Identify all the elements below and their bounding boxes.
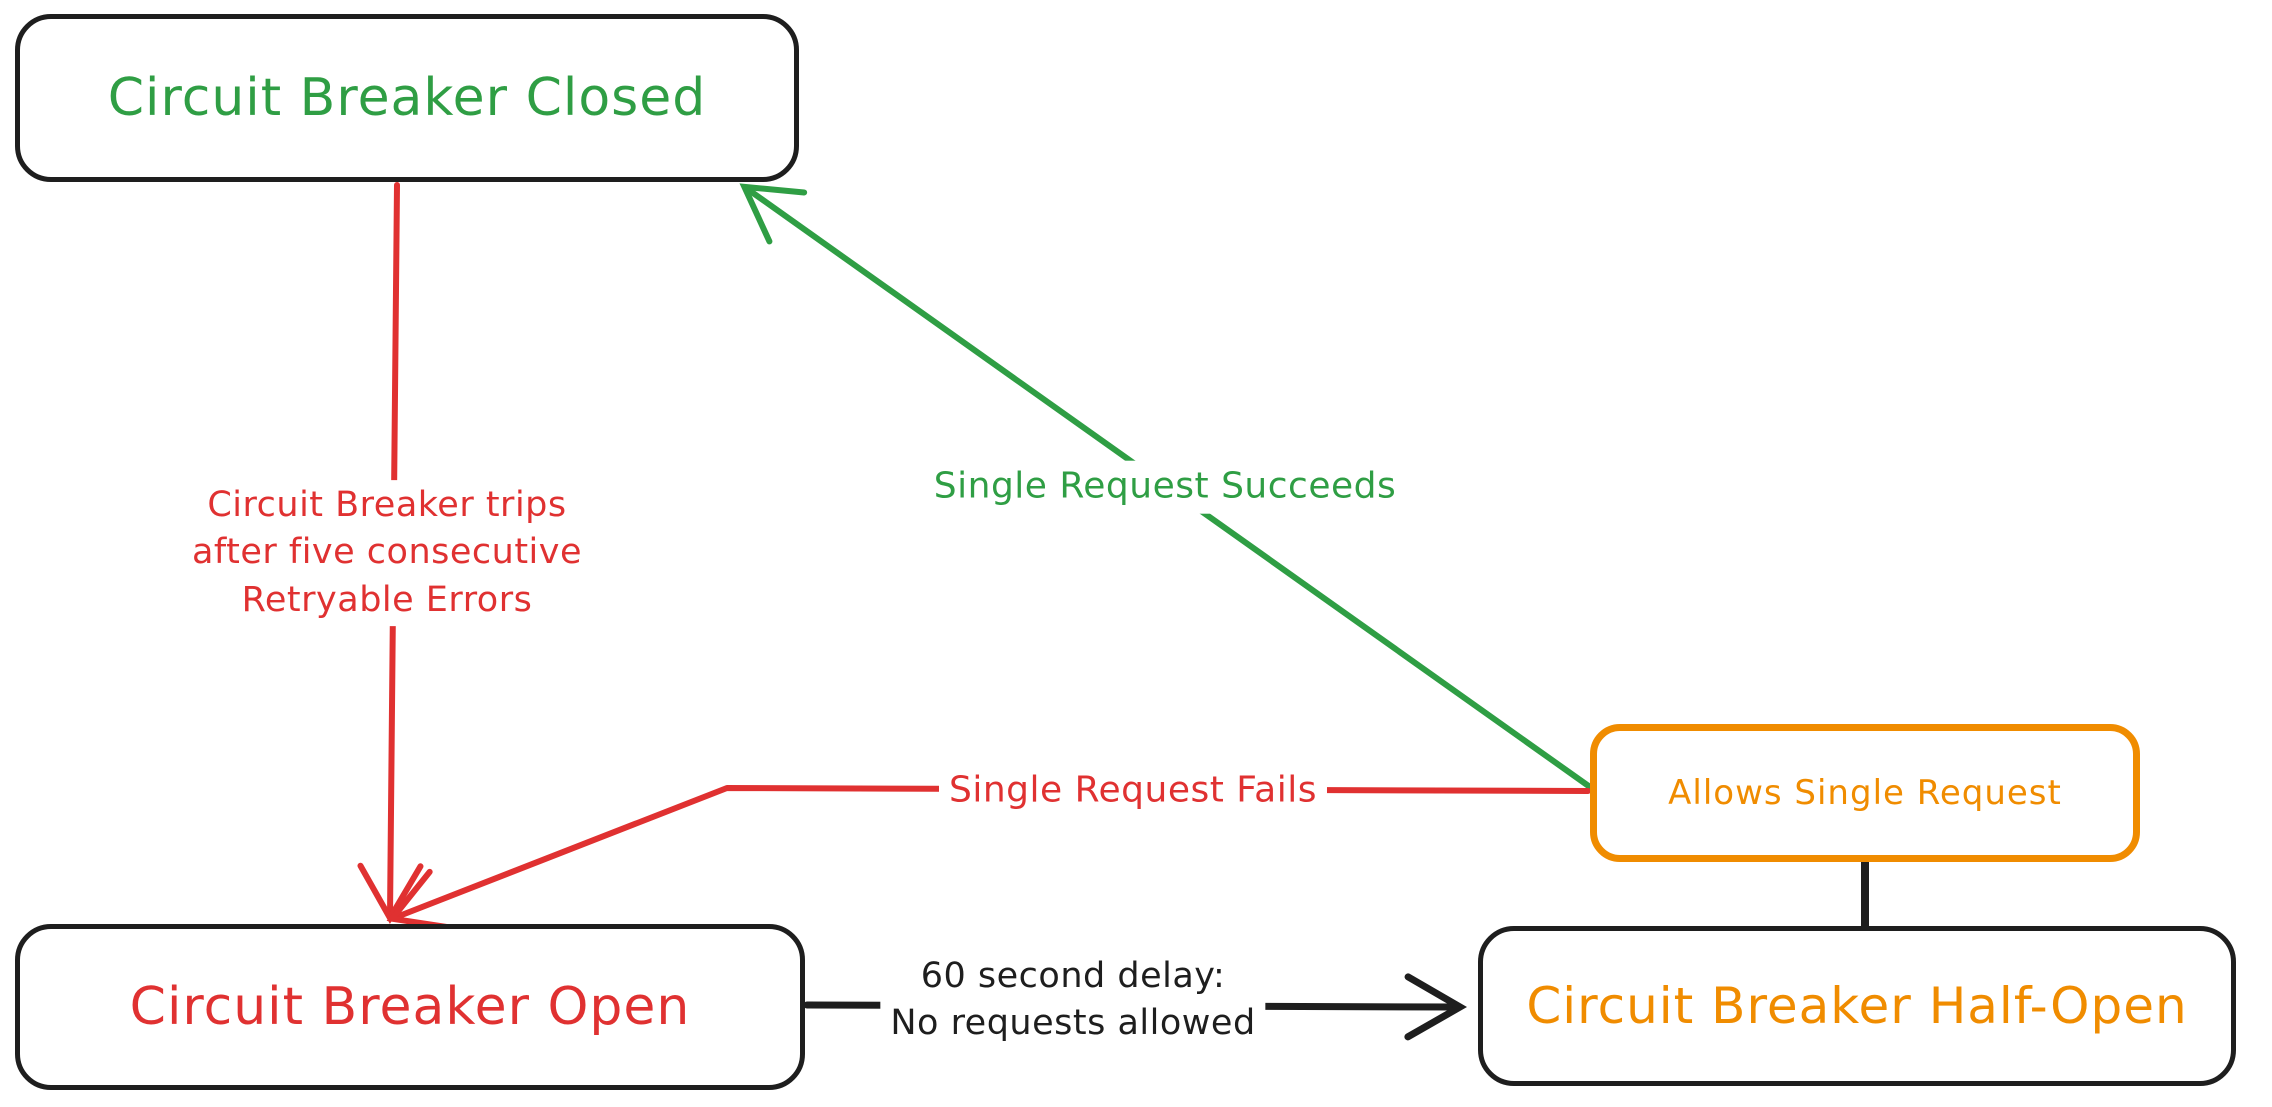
state-circuit-breaker-closed: Circuit Breaker Closed [15, 14, 799, 182]
edge-label-delay: 60 second delay: No requests allowed [880, 950, 1266, 1050]
edge-label-single-request-succeeds: Single Request Succeeds [923, 460, 1407, 514]
state-label-open: Circuit Breaker Open [129, 977, 691, 1037]
state-label-allows-single-request: Allows Single Request [1668, 773, 2062, 813]
edge-label-single-request-fails: Single Request Fails [938, 764, 1328, 818]
state-label-closed: Circuit Breaker Closed [107, 68, 707, 128]
state-allows-single-request: Allows Single Request [1590, 724, 2140, 862]
state-label-half-open: Circuit Breaker Half-Open [1526, 977, 2188, 1035]
state-circuit-breaker-half-open: Circuit Breaker Half-Open [1478, 926, 2236, 1086]
state-circuit-breaker-open: Circuit Breaker Open [15, 924, 805, 1090]
edge-label-trip: Circuit Breaker trips after five consecu… [181, 480, 593, 626]
